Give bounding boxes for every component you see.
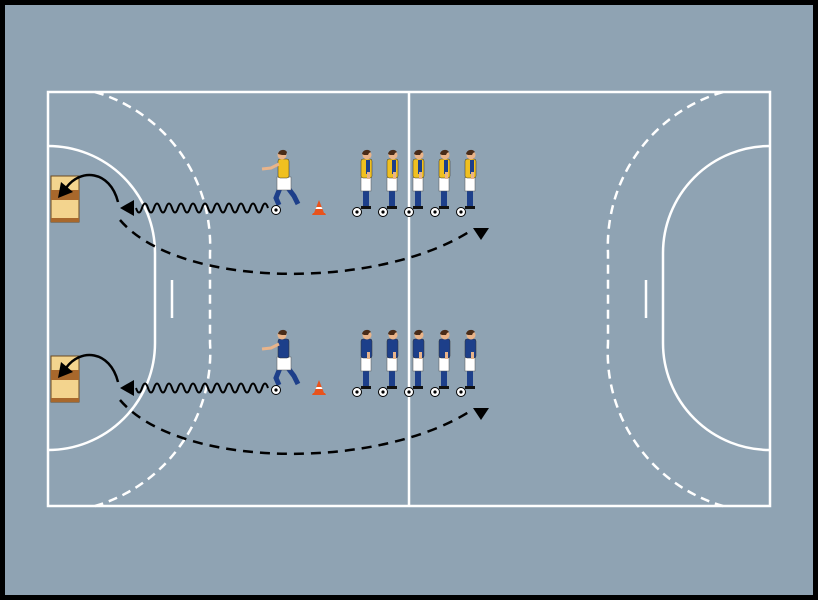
ball-icon [404,207,414,217]
arrowhead-icon [58,362,73,378]
player-standing-icon [464,329,477,389]
ball-icon [352,207,362,217]
ball-icon [271,205,281,215]
player-dribbling-icon [261,329,301,386]
player-standing-icon [412,149,425,209]
shot-arrow [64,173,120,203]
left-goal-area-line [47,144,157,452]
ball-icon [456,387,466,397]
arrowhead-icon [120,380,134,396]
return-run-path [119,219,473,276]
arrowhead-icon [473,408,489,420]
ball-icon [404,387,414,397]
player-standing-icon [360,329,373,389]
arrowhead-icon [58,182,73,198]
player-standing-icon [412,329,425,389]
ball-icon [430,387,440,397]
court-lines [46,90,772,508]
right-free-throw-line [606,90,724,508]
player-dribbling-icon [261,149,301,206]
arrowhead-icon [473,228,489,240]
ball-icon [378,207,388,217]
cone-icon [312,380,326,395]
ball-icon [430,207,440,217]
left-free-throw-line [94,90,212,508]
shot-arrow [64,353,120,383]
drill-lane-yellow [50,149,489,276]
player-standing-icon [438,329,451,389]
cone-icon [312,200,326,215]
box-vaulting-icon [50,355,80,403]
box-vaulting-icon [50,175,80,223]
right-goal-area-line [661,144,771,452]
player-standing-icon [464,149,477,209]
drill-lane-blue [50,329,489,456]
dribble-path [135,202,269,214]
player-standing-icon [438,149,451,209]
return-run-path [119,399,473,456]
player-standing-icon [386,329,399,389]
ball-icon [352,387,362,397]
arrowhead-icon [120,200,134,216]
ball-icon [378,387,388,397]
ball-icon [271,385,281,395]
dribble-path [135,382,269,394]
player-standing-icon [360,149,373,209]
player-standing-icon [386,149,399,209]
ball-icon [456,207,466,217]
